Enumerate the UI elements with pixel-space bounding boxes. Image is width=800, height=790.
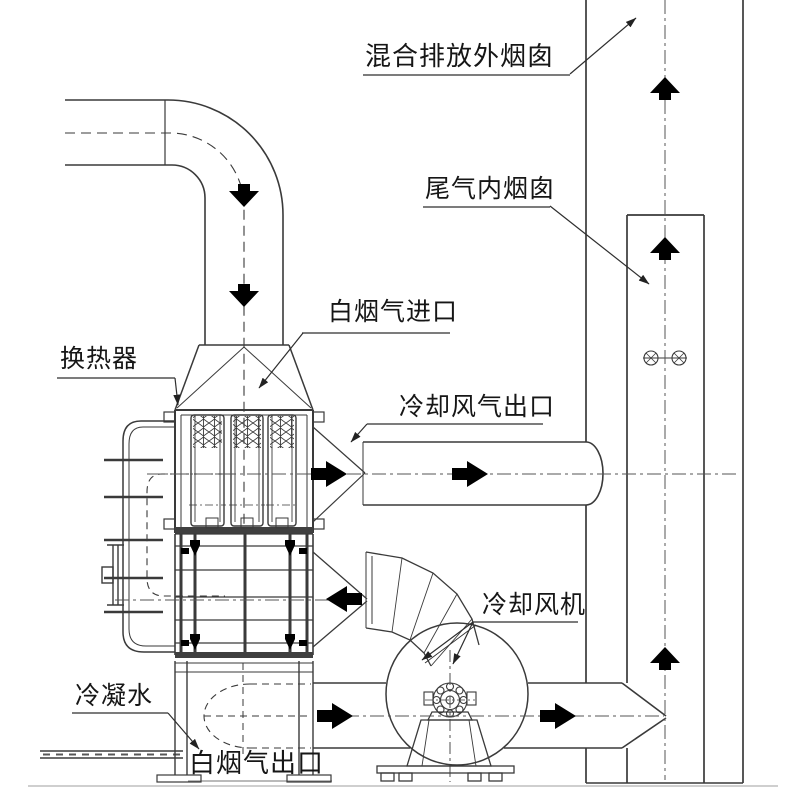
flow-arrow-right-icon (540, 703, 576, 729)
flow-arrow-down-icon (229, 284, 259, 307)
flow-arrows (229, 77, 680, 729)
fan-pedestal (376, 711, 515, 782)
flow-arrow-right-icon (317, 703, 353, 729)
flow-arrow-up-icon (650, 77, 680, 100)
external-u-pipe (101, 420, 225, 653)
flow-arrow-down-icon (229, 184, 259, 207)
fan-discharge-bend (312, 551, 480, 667)
label-white-gas-inlet: 白烟气进口 (328, 298, 459, 326)
cooling-fan-unit (376, 622, 529, 782)
flow-arrow-up-icon (650, 237, 680, 260)
flow-arrow-right-icon (311, 461, 347, 487)
label-inner-stack: 尾气内烟囱 (425, 175, 556, 203)
support-box (156, 661, 332, 783)
label-leaders (57, 17, 650, 750)
label-white-gas-outlet: 白烟气出口 (189, 748, 325, 778)
nozzle-marks (181, 540, 307, 650)
tube-bundles (189, 414, 298, 527)
label-condensate-water: 冷凝水 (75, 682, 154, 710)
flow-arrow-up-icon (650, 647, 680, 670)
chimney (585, 0, 744, 784)
flow-arrow-left-icon (326, 586, 362, 612)
label-outer-stack: 混合排放外烟囱 (365, 41, 555, 71)
tail-gas-duct (313, 682, 667, 749)
label-cooling-fan: 冷却风机 (482, 591, 587, 619)
condensate-pipe (40, 750, 332, 782)
grid-box (174, 533, 314, 658)
label-cooling-air-outlet: 冷却风气出口 (399, 393, 556, 421)
label-heat-exchanger: 换热器 (60, 345, 139, 373)
flow-arrow-right-icon (452, 461, 488, 487)
